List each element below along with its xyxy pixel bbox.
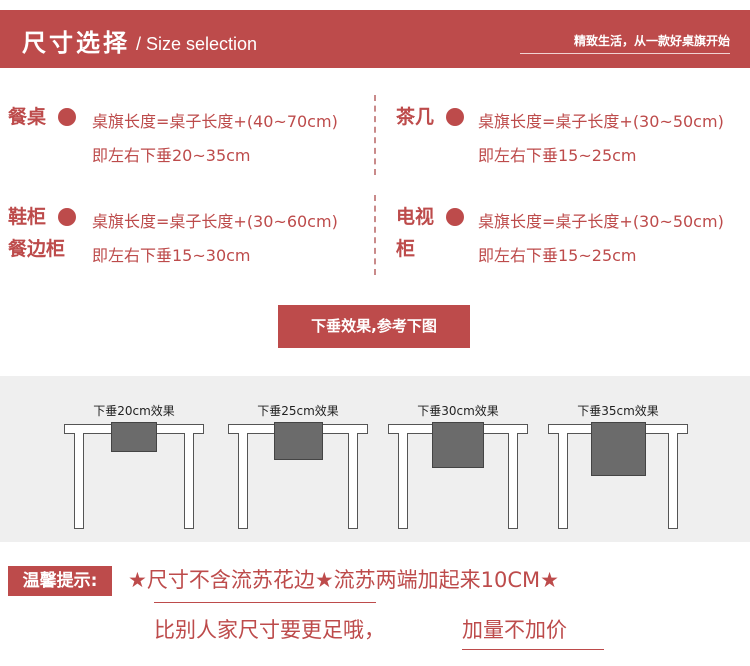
table-caption: 下垂35cm效果 (577, 404, 659, 418)
rule-name: 茶几 (396, 106, 435, 128)
rule-drop: 即左右下垂20~35cm (92, 146, 251, 165)
slogan: 精致生活，从一款好桌旗开始 (573, 34, 730, 48)
tip-label: 温馨提示: (8, 566, 112, 596)
table-leg (668, 433, 678, 529)
rule-tv-cabinet: 电视 柜 桌旗长度=桌子长度+(30~50cm) 即左右下垂15~25cm (396, 202, 746, 266)
rule-formula: 桌旗长度=桌子长度+(30~50cm) (478, 212, 724, 231)
rule-name-line2: 餐边柜 (8, 238, 66, 260)
table-caption: 下垂30cm效果 (417, 404, 499, 418)
table-leg (508, 433, 518, 529)
rule-shoe-cabinet: 鞋柜 餐边柜 桌旗长度=桌子长度+(30~60cm) 即左右下垂15~30cm (8, 202, 368, 266)
slogan-underline (520, 53, 730, 54)
tip-line2: 比别人家尺寸要更足哦， (154, 618, 385, 642)
table-runner (590, 422, 646, 476)
bullet-dot-icon (446, 108, 464, 126)
table-runner (111, 422, 157, 452)
rule-formula: 桌旗长度=桌子长度+(30~60cm) (92, 212, 338, 231)
tip-underline (154, 602, 376, 603)
page-subtitle: / Size selection (136, 34, 258, 54)
table-diagram-35: 下垂35cm效果 (548, 402, 688, 530)
table-runner (432, 422, 484, 468)
table-leg (74, 433, 84, 529)
divider (374, 195, 376, 275)
tip-line1: ★尺寸不含流苏花边★流苏两端加起来10CM★ (128, 568, 559, 592)
table-diagram-25: 下垂25cm效果 (228, 402, 368, 530)
rule-name-line1: 鞋柜 (8, 206, 47, 228)
table-caption: 下垂20cm效果 (93, 404, 175, 418)
table-leg (238, 433, 248, 529)
table-leg (558, 433, 568, 529)
rule-drop: 即左右下垂15~30cm (92, 246, 251, 265)
rule-formula: 桌旗长度=桌子长度+(30~50cm) (478, 112, 724, 131)
table-runner (273, 422, 323, 460)
bullet-dot-icon (58, 208, 76, 226)
rule-name: 餐桌 (8, 106, 47, 128)
table-caption: 下垂25cm效果 (257, 404, 339, 418)
rule-name-line2: 柜 (396, 238, 416, 260)
rule-name-line1: 电视 (396, 206, 435, 228)
rule-drop: 即左右下垂15~25cm (478, 146, 637, 165)
rule-dining-table: 餐桌 桌旗长度=桌子长度+(40~70cm) 即左右下垂20~35cm (8, 102, 368, 166)
drop-effect-button[interactable]: 下垂效果,参考下图 (278, 305, 470, 348)
divider (374, 95, 376, 175)
table-leg (184, 433, 194, 529)
header-banner: 尺寸选择 / Size selection 精致生活，从一款好桌旗开始 (0, 10, 750, 68)
table-leg (348, 433, 358, 529)
rule-coffee-table: 茶几 桌旗长度=桌子长度+(30~50cm) 即左右下垂15~25cm (396, 102, 746, 166)
tip-line3: 加量不加价 (462, 618, 567, 642)
rule-drop: 即左右下垂15~25cm (478, 246, 637, 265)
tip-underline (462, 649, 604, 650)
table-diagram-20: 下垂20cm效果 (64, 402, 204, 530)
bullet-dot-icon (446, 208, 464, 226)
table-leg (398, 433, 408, 529)
rule-formula: 桌旗长度=桌子长度+(40~70cm) (92, 112, 338, 131)
page-title: 尺寸选择 (22, 28, 130, 57)
table-diagram-30: 下垂30cm效果 (388, 402, 528, 530)
bullet-dot-icon (58, 108, 76, 126)
